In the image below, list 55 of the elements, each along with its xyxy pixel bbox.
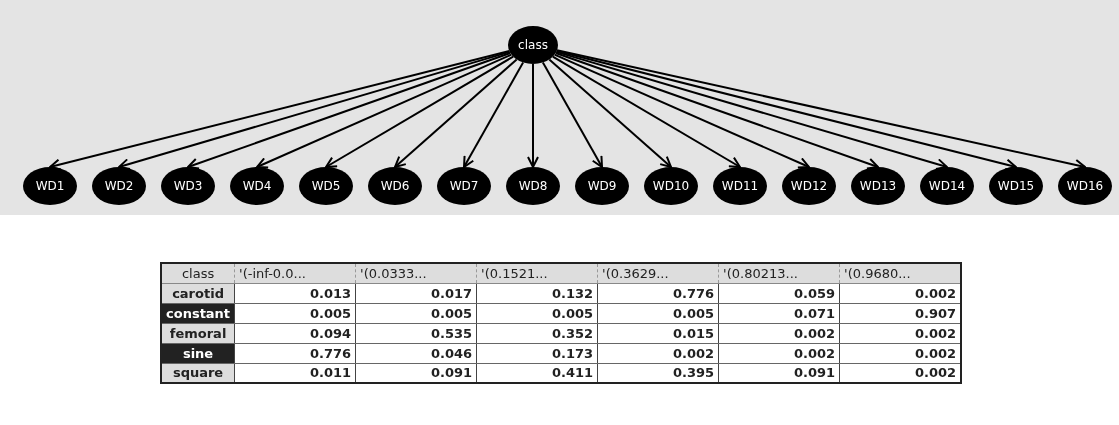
table-cell: 0.002	[839, 363, 962, 383]
table-cell: 0.002	[718, 343, 840, 363]
table-cell: 0.002	[839, 283, 962, 303]
arrow	[548, 58, 672, 168]
table-cell: 0.005	[234, 303, 356, 323]
arrow	[187, 52, 512, 170]
column-header: '(0.3629...	[597, 263, 719, 283]
arrow	[551, 55, 741, 168]
column-header: '(0.9680...	[839, 263, 962, 283]
table-cell: 0.013	[234, 283, 356, 303]
table-cell: 0.015	[597, 323, 719, 343]
table-cell: 0.071	[718, 303, 840, 323]
table-cell: 0.002	[718, 323, 840, 343]
table-cell: 0.907	[839, 303, 962, 323]
arrow	[256, 53, 513, 169]
table-cell: 0.094	[234, 323, 356, 343]
table-cell: 0.005	[476, 303, 598, 323]
table-cell: 0.091	[355, 363, 477, 383]
table-cell: 0.059	[718, 283, 840, 303]
table-cell: 0.132	[476, 283, 598, 303]
table-cell: 0.002	[597, 343, 719, 363]
table-cell: 0.046	[355, 343, 477, 363]
table-cell: 0.535	[355, 323, 477, 343]
table-cell: 0.011	[234, 363, 356, 383]
table-cell: 0.411	[476, 363, 598, 383]
arrow	[325, 55, 515, 168]
arrow	[555, 50, 948, 170]
table-cell: 0.352	[476, 323, 598, 343]
arrow	[118, 50, 511, 170]
column-header: '(0.1521...	[476, 263, 598, 283]
row-header: carotid	[161, 283, 235, 303]
row-header: constant	[161, 303, 235, 323]
row-header: sine	[161, 343, 235, 363]
table-cell: 0.776	[234, 343, 356, 363]
arrow	[527, 63, 539, 168]
column-header: '(-inf-0.0...	[234, 263, 356, 283]
row-header: square	[161, 363, 235, 383]
column-header: '(0.80213...	[718, 263, 840, 283]
arrow	[553, 53, 810, 169]
table-cell: 0.005	[355, 303, 477, 323]
table-cell: 0.091	[718, 363, 840, 383]
arrow	[541, 61, 603, 168]
table-cell: 0.173	[476, 343, 598, 363]
arrow	[463, 61, 525, 168]
table-cell: 0.002	[839, 343, 962, 363]
table-cell: 0.017	[355, 283, 477, 303]
arrow	[554, 52, 879, 170]
table-cell: 0.005	[597, 303, 719, 323]
table-cell: 0.002	[839, 323, 962, 343]
row-header: femoral	[161, 323, 235, 343]
table-cell: 0.776	[597, 283, 719, 303]
column-header: class	[161, 263, 235, 283]
column-header: '(0.0333...	[355, 263, 477, 283]
arrow	[394, 58, 518, 168]
table-cell: 0.395	[597, 363, 719, 383]
